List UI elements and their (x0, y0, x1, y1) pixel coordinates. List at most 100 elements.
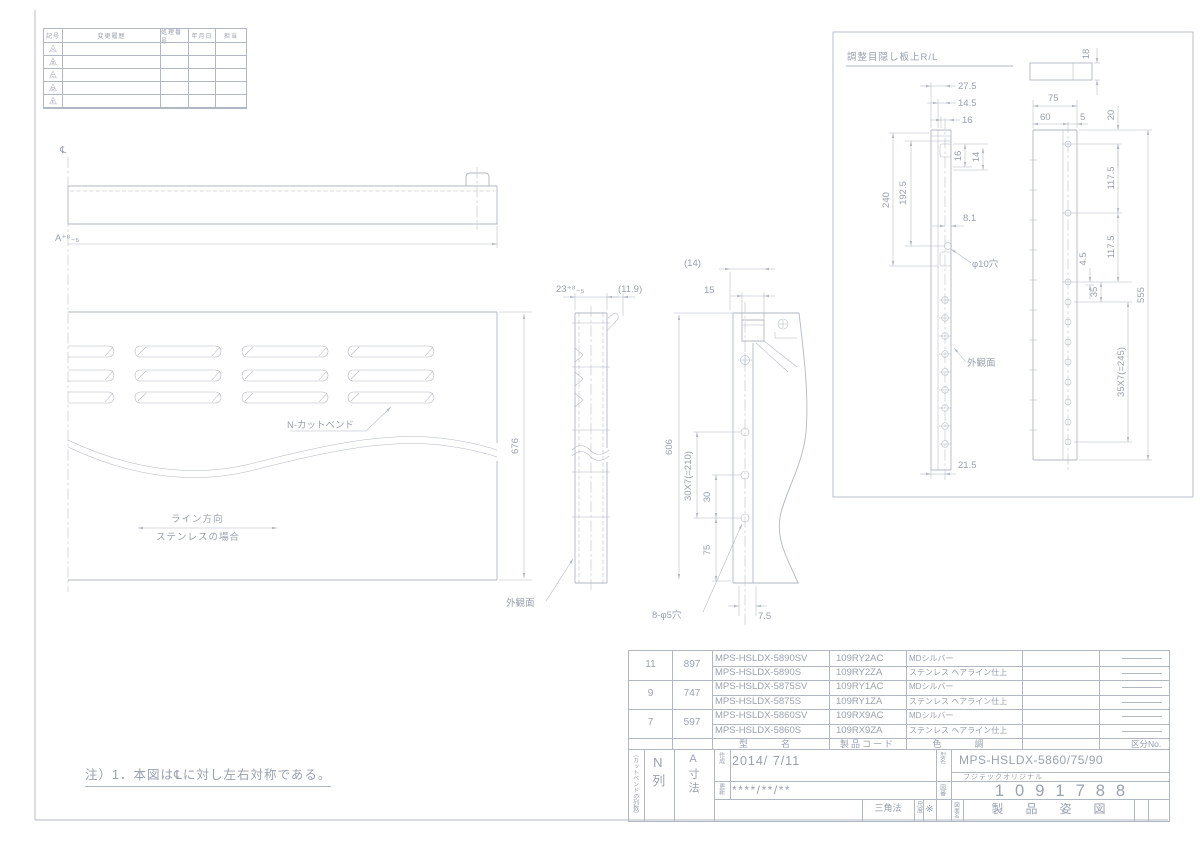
dim-5: 5 (1080, 112, 1085, 123)
dim-18: 18 (1081, 49, 1092, 60)
a-dimension-label: A寸法 (687, 753, 700, 796)
detail-title: 調整目隠し板上R/L (847, 51, 938, 63)
dim-14: 14 (971, 152, 982, 163)
rev-col-history: 変更履歴 (63, 29, 161, 43)
finish-cell: ステンレス ヘアライン仕上 (909, 668, 1008, 677)
code-cell: 109RY1ZA (836, 695, 883, 707)
section-right-break (778, 312, 808, 584)
dim-side-width: 23⁺⁸₋₅ (556, 284, 585, 295)
revision-triangle-icon: △ (49, 95, 57, 106)
dim-555: 555 (1136, 287, 1147, 303)
drawing-name-label: 図面名 (953, 802, 960, 819)
revision-triangle-icon: △ (49, 56, 57, 67)
dim-35x7-pitch: 35X7(=245) (1116, 347, 1127, 397)
dim-192-5: 192.5 (898, 181, 909, 205)
finish-cell: ステンレス ヘアライン仕上 (909, 725, 1008, 735)
revision-table: 記号 変更履歴 処理番号 年月日 担当 △A △B △C △D △E (43, 28, 247, 109)
code-cell: 109RY2ZA (836, 667, 883, 678)
sheet-frame (34, 10, 1168, 821)
model-cell: MPS-HSLDX-5875S (715, 695, 802, 707)
finish-cell: MDシルバー (909, 653, 954, 663)
line-direction-label: ライン方向 (171, 513, 224, 525)
side-view: 23⁺⁸₋₅ (11.9) 外観面 (506, 284, 642, 609)
header-kubun: 区分No. (1131, 739, 1162, 749)
centerline-mark: ℄ (59, 145, 67, 156)
created-date: 2014/ 7/11 (732, 754, 801, 768)
updated-date: ****/**/** (732, 783, 792, 797)
revision-row: △D (44, 82, 246, 95)
scale-label: 尺度 (915, 801, 922, 813)
code-cell: 109RX9ZA (836, 724, 883, 736)
model-cell: MPS-HSLDX-5860S (715, 724, 802, 736)
dim-27-5: 27.5 (958, 81, 977, 92)
model-cell: MPS-HSLDX-5890S (715, 667, 802, 678)
top-view: ℄ A⁺⁸₋₅ (55, 145, 498, 592)
revision-triangle-icon: △ (49, 82, 57, 93)
surface-label-detail: 外観面 (967, 357, 996, 369)
grain-wave (67, 436, 498, 471)
code-cell: 109RX9AC (836, 710, 884, 721)
rev-col-person: 担当 (216, 29, 246, 43)
dash-placeholder (1122, 687, 1162, 688)
dim-width-a: A⁺⁸₋₅ (55, 233, 79, 244)
projection-label: 三角法 (874, 803, 902, 813)
hole-callout: φ10穴 (972, 258, 999, 270)
revision-letter: E (51, 98, 55, 104)
rev-col-symbol: 記号 (44, 29, 63, 43)
n-value: 11 (645, 659, 656, 670)
a-value: 897 (683, 659, 701, 670)
n-column-label: N列 (650, 755, 666, 791)
dim-7-5: 7.5 (758, 611, 771, 622)
dash-placeholder (1122, 716, 1162, 717)
dim-21-5: 21.5 (958, 460, 977, 471)
dim-60: 60 (1040, 112, 1051, 123)
detail-panel: 調整目隠し板上R/L 18 (832, 31, 1194, 498)
detail-right-holes (1062, 140, 1074, 446)
created-label: 作成 (717, 752, 724, 764)
dim-front-height: 676 (510, 438, 521, 454)
model-cell: MPS-HSLDX-5890SV (715, 652, 808, 664)
dash-placeholder (1122, 658, 1162, 659)
updated-label: 更新 (717, 783, 724, 795)
code-cell: 109RY1AC (836, 681, 884, 692)
dim-14-ref: (14) (684, 258, 701, 269)
drawing-name: 製品姿図 (991, 802, 1128, 816)
dim-30: 30 (702, 492, 713, 503)
dim-35: 35 (1089, 287, 1100, 298)
hook-profile (606, 312, 619, 332)
dim-8-1: 8.1 (963, 213, 976, 224)
holes-callout: 8-φ5穴 (652, 609, 682, 621)
dash-placeholder (1122, 701, 1162, 703)
model-cell: MPS-HSLDX-5875SV (715, 681, 808, 692)
dim-hole-pitch: 30X7(=210) (683, 451, 694, 501)
dim-15: 15 (704, 285, 715, 296)
scale-value: ※ (925, 804, 934, 815)
dim-75-bottom: 75 (702, 545, 713, 556)
model-subtitle: フジテックオリジナル (963, 773, 1043, 781)
dim-4-5: 4.5 (1078, 252, 1089, 265)
revision-letter: A (51, 46, 55, 52)
finish-cell: MDシルバー (909, 711, 954, 720)
header-model: 型 名 (738, 738, 802, 749)
detail-left-holes (939, 296, 951, 448)
dim-75-plate: 75 (1048, 93, 1059, 104)
revision-triangle-icon: △ (49, 69, 57, 80)
rev-col-date: 年月日 (189, 29, 216, 43)
dim-side-gap: (11.9) (618, 284, 642, 295)
finish-cell: ステンレス ヘアライン仕上 (909, 696, 1008, 706)
header-color: 色 調 (932, 738, 996, 749)
dim-117-b: 117.5 (1106, 235, 1117, 258)
header-code: 製品コード (839, 738, 895, 749)
model-name-label: 型名 (938, 752, 945, 764)
detail-right-ticks (1029, 159, 1037, 431)
finish-cell: MDシルバー (909, 682, 954, 691)
revision-row: △C (44, 69, 246, 82)
n-value: 9 (647, 688, 654, 699)
detail-right-view: 75 60 5 20 117.5 117.5 4.5 35 35X7(=245)… (1029, 93, 1152, 470)
revision-letter: B (51, 59, 55, 65)
dash-placeholder (1122, 672, 1162, 674)
dim-20: 20 (1106, 110, 1117, 121)
revision-row: △A (44, 43, 246, 56)
dim-16-top: 16 (962, 115, 973, 126)
